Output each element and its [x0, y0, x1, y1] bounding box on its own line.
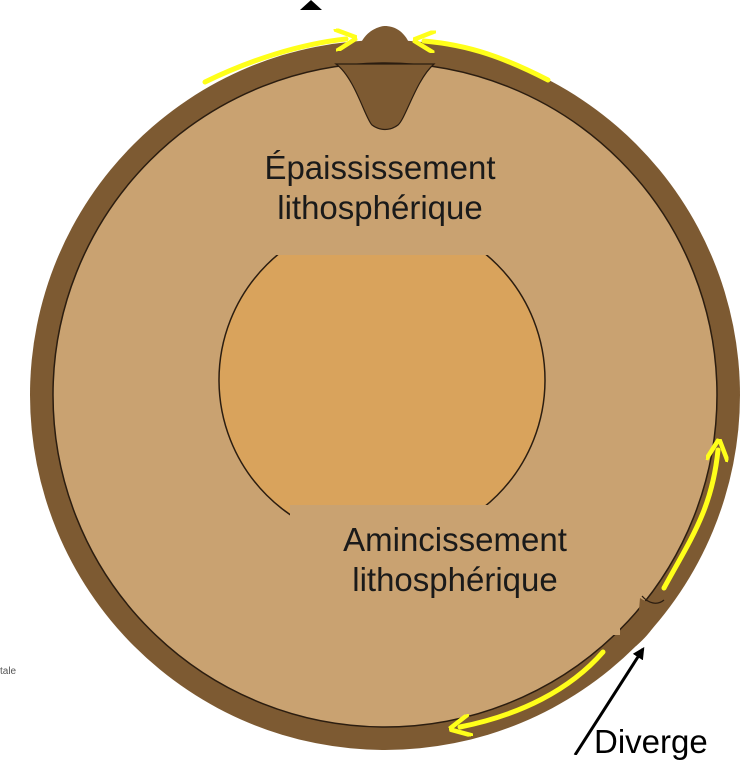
thickening-label: Épaississement lithosphérique: [200, 148, 560, 228]
lithosphere-thickening-ridge: [360, 26, 410, 45]
thinning-label: Amincissement lithosphérique: [270, 520, 640, 600]
thinning-label-line1: Amincissement: [270, 520, 640, 560]
top-white-gap: [250, 0, 330, 40]
corner-caption-fragment: tale: [0, 666, 16, 677]
thickening-label-line2: lithosphérique: [200, 188, 560, 228]
thinning-label-line2: lithosphérique: [270, 560, 640, 600]
divergence-label: Diverge: [594, 722, 708, 762]
divergence-notch: [636, 598, 664, 646]
thickening-label-line1: Épaississement: [200, 148, 560, 188]
core: [219, 217, 545, 543]
